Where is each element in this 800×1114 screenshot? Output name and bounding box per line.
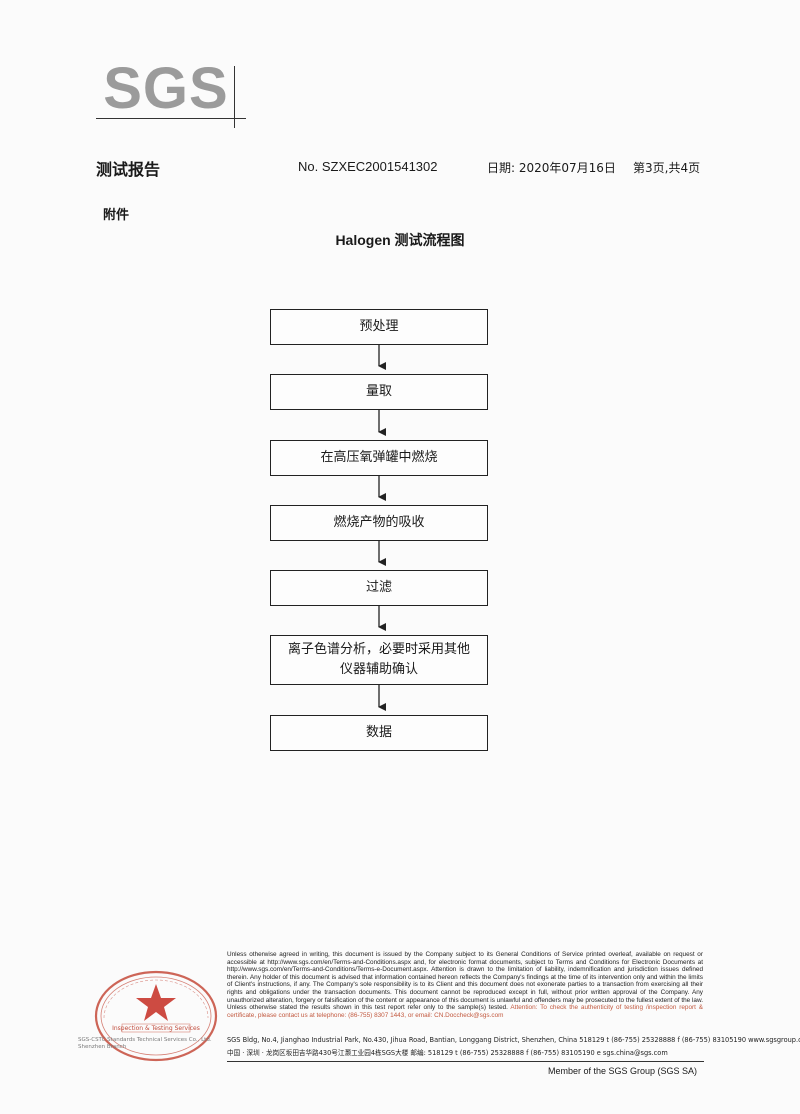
flow-step-data: 数据 <box>270 715 488 751</box>
flowchart-title: Halogen 测试流程图 <box>335 232 465 248</box>
sgs-logo-text: SGS <box>103 56 229 121</box>
legal-disclaimer: Unless otherwise agreed in writing, this… <box>227 951 703 1019</box>
flow-step-label: 过滤 <box>365 580 392 595</box>
flow-step-combustion: 在高压氧弹罐中燃烧 <box>270 440 488 476</box>
flow-step-absorption: 燃烧产物的吸收 <box>270 505 488 541</box>
sgs-member-text: Member of the SGS Group (SGS SA) <box>548 1066 698 1076</box>
logo-vertical-line <box>234 66 235 128</box>
flow-step-weighing: 量取 <box>270 374 488 410</box>
legal-disclaimer-text: Unless otherwise agreed in writing, this… <box>227 951 703 1012</box>
report-title: 测试报告 <box>96 160 161 179</box>
logo-divider-line <box>96 118 234 119</box>
flow-step-label: 量取 <box>365 384 392 399</box>
stamp-company-text: SGS-CSTC Standards Technical Services Co… <box>78 1037 212 1050</box>
flow-step-ion-chromatography: 离子色谱分析，必要时采用其他仪器辅助确认 <box>270 635 488 685</box>
flow-step-label: 在高压氧弹罐中燃烧 <box>320 450 438 465</box>
authenticity-notice: Attention: To check the authenticity of … <box>227 1004 703 1019</box>
report-date: 日期: 2020年07月16日 <box>487 161 616 175</box>
annex-label: 附件 <box>103 208 130 223</box>
company-address-cn: 中国 · 深圳 · 龙岗区坂田吉华路430号江灏工业园4栋SGS大楼 邮编: 5… <box>227 1049 668 1057</box>
flow-step-label: 离子色谱分析，必要时采用其他仪器辅助确认 <box>287 642 470 677</box>
flow-step-label: 燃烧产物的吸收 <box>333 515 425 530</box>
flow-step-label: 数据 <box>365 725 392 740</box>
company-address-en: SGS Bldg, No.4, Jianghao Industrial Park… <box>227 1036 800 1044</box>
flow-step-label: 预处理 <box>359 319 399 334</box>
flowchart-arrows <box>378 345 386 711</box>
flow-step-filtration: 过滤 <box>270 570 488 606</box>
footer-divider <box>227 1061 704 1062</box>
company-seal: Inspection & Testing Services <box>94 970 218 1062</box>
flow-step-pretreatment: 预处理 <box>270 309 488 345</box>
report-number: No. SZXEC2001541302 <box>298 159 438 174</box>
page-indicator: 第3页,共4页 <box>633 161 701 175</box>
svg-text:Inspection & Testing Services: Inspection & Testing Services <box>112 1025 200 1032</box>
